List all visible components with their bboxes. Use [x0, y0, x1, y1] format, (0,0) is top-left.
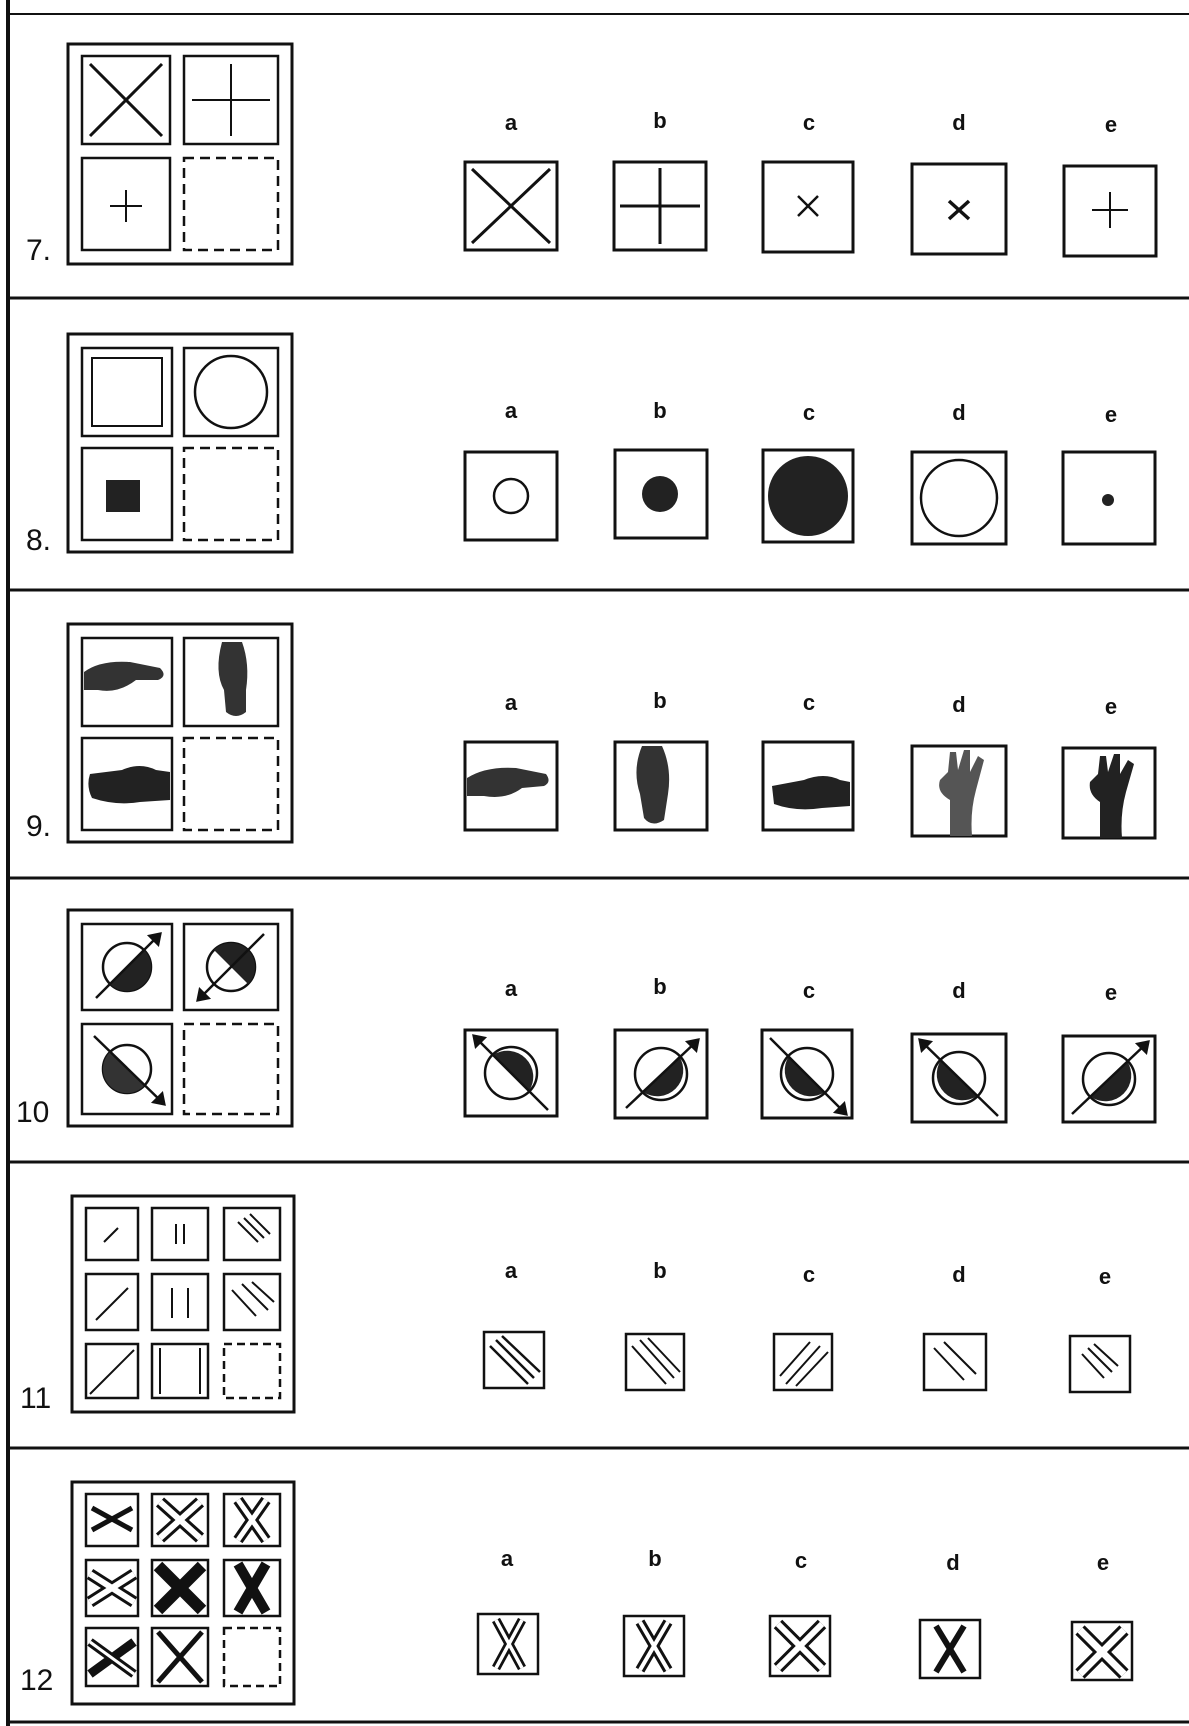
option-label: a	[496, 110, 526, 136]
item-number: 8.	[26, 524, 51, 558]
option-label: d	[938, 1550, 968, 1576]
option-label: e	[1088, 1550, 1118, 1576]
option-11c	[774, 1334, 832, 1390]
option-label: b	[645, 108, 675, 134]
option-11b	[626, 1334, 684, 1390]
option-label: b	[640, 1546, 670, 1572]
option-label: c	[794, 400, 824, 426]
option-label: d	[944, 400, 974, 426]
option-11e	[1070, 1336, 1130, 1392]
option-8d	[912, 452, 1006, 544]
option-label: e	[1096, 694, 1126, 720]
option-11d	[924, 1334, 986, 1390]
option-label: d	[944, 978, 974, 1004]
item-9-matrix	[68, 624, 292, 842]
item-11-options[interactable]	[484, 1332, 1130, 1392]
option-label: d	[944, 692, 974, 718]
option-label: d	[944, 110, 974, 136]
item-11-matrix	[72, 1196, 294, 1412]
missing-cell	[184, 158, 278, 250]
missing-cell	[184, 448, 278, 540]
item-12-matrix	[72, 1482, 294, 1704]
missing-cell	[224, 1344, 280, 1398]
option-label: a	[496, 690, 526, 716]
item-12-options[interactable]	[478, 1614, 1132, 1680]
option-label: c	[794, 110, 824, 136]
option-label: a	[496, 398, 526, 424]
option-label: c	[794, 1262, 824, 1288]
option-label: c	[794, 690, 824, 716]
item-number: 12	[20, 1664, 53, 1698]
option-label: e	[1090, 1264, 1120, 1290]
item-number: 10	[16, 1096, 49, 1130]
item-9-options[interactable]	[465, 742, 1155, 838]
option-label: e	[1096, 402, 1126, 428]
option-label: a	[496, 1258, 526, 1284]
missing-cell	[184, 1024, 278, 1114]
item-number: 7.	[26, 234, 51, 268]
item-number: 9.	[26, 810, 51, 844]
option-label: e	[1096, 980, 1126, 1006]
item-8-matrix	[68, 334, 292, 552]
option-label: a	[496, 976, 526, 1002]
missing-cell	[184, 738, 278, 830]
item-10-matrix	[68, 910, 292, 1126]
option-label: b	[645, 1258, 675, 1284]
item-7-options[interactable]	[465, 162, 1156, 256]
option-label: e	[1096, 112, 1126, 138]
item-7-matrix	[68, 44, 292, 264]
option-label: b	[645, 688, 675, 714]
item-number: 11	[20, 1382, 51, 1416]
option-label: c	[786, 1548, 816, 1574]
option-label: b	[645, 974, 675, 1000]
missing-cell	[224, 1628, 280, 1686]
item-8-options[interactable]	[465, 450, 1155, 544]
option-label: a	[492, 1546, 522, 1572]
option-label: d	[944, 1262, 974, 1288]
option-label: c	[794, 978, 824, 1004]
option-11a	[484, 1332, 544, 1388]
option-8a	[465, 452, 557, 540]
item-10-options[interactable]	[465, 1030, 1155, 1122]
option-label: b	[645, 398, 675, 424]
sheet-frame	[8, 0, 1189, 1726]
